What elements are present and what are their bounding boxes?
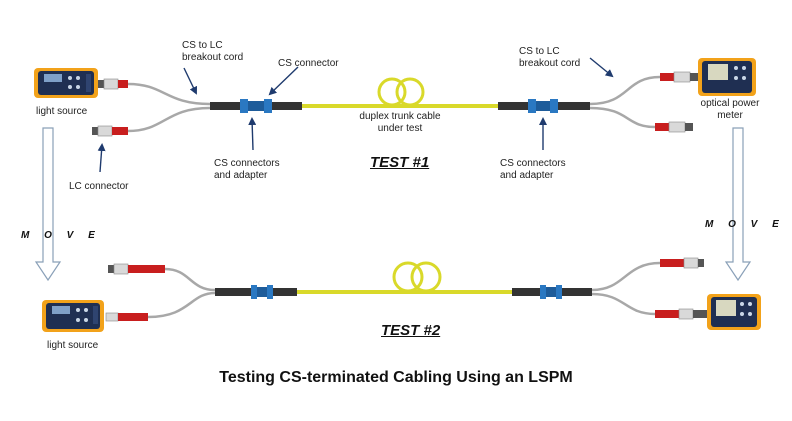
breakout-cord-right-test2 bbox=[591, 261, 661, 316]
duplex-trunk-cable-test1 bbox=[302, 77, 498, 108]
callout-arrows-test1 bbox=[97, 57, 614, 173]
lc-connector-plug bbox=[105, 312, 148, 322]
figure-caption: Testing CS-terminated Cabling Using an L… bbox=[219, 369, 573, 386]
lc-connector-plug bbox=[108, 263, 165, 275]
move-label-right: M O V E bbox=[705, 219, 785, 230]
label-light-source-top: light source bbox=[36, 106, 88, 117]
light-source-device bbox=[42, 300, 104, 332]
test-2-title: TEST #2 bbox=[381, 322, 441, 339]
lc-connector-plug bbox=[660, 71, 698, 83]
optical-power-meter-device bbox=[698, 58, 756, 96]
breakout-cord-left-test2 bbox=[147, 267, 216, 319]
label-cs-connector: CS connector bbox=[278, 58, 339, 69]
lc-connector-plug bbox=[98, 78, 128, 90]
lc-connector-plug bbox=[92, 125, 128, 137]
test-1-title: TEST #1 bbox=[370, 154, 430, 171]
move-arrow-right bbox=[724, 127, 752, 282]
move-arrow-left bbox=[34, 127, 62, 282]
light-source-device bbox=[34, 68, 98, 98]
breakout-cord-right-test1 bbox=[589, 75, 661, 129]
cs-connector-assembly-right-test1 bbox=[498, 99, 590, 113]
label-light-source-bottom: light source bbox=[47, 340, 99, 351]
cs-connector-assembly-left-test2 bbox=[215, 285, 297, 299]
cs-connector-assembly-right-test2 bbox=[512, 285, 592, 299]
label-lc-connector: LC connector bbox=[69, 181, 129, 192]
lc-connector-plug bbox=[655, 121, 693, 133]
optical-power-meter-device bbox=[707, 294, 761, 330]
move-label-left: M O V E bbox=[21, 230, 101, 241]
cs-connector-assembly-left-test1 bbox=[210, 99, 302, 113]
lc-connector-plug bbox=[660, 257, 704, 269]
breakout-cord-left-test1 bbox=[127, 82, 211, 133]
duplex-trunk-cable-test2 bbox=[297, 261, 512, 294]
lc-connector-plug bbox=[655, 308, 707, 320]
